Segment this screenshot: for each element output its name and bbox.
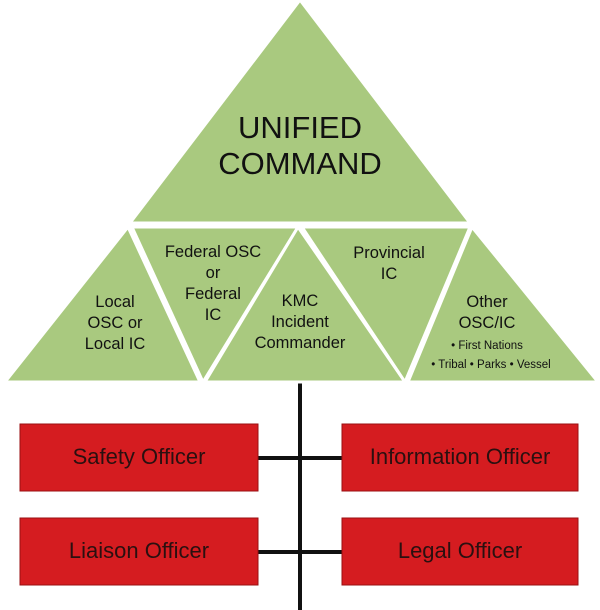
information-officer-box: Information Officer: [341, 423, 579, 492]
other-line4: • Tribal • Parks • Vessel: [431, 359, 550, 371]
other-line1: Other: [466, 293, 508, 311]
safety-officer-box: Safety Officer: [19, 423, 259, 492]
other-line3: • First Nations: [451, 340, 523, 352]
federal-line4: IC: [205, 306, 222, 324]
other-osc-triangle: [405, 224, 600, 384]
local-line3: Local IC: [85, 335, 146, 353]
local-line1: Local: [95, 293, 134, 311]
information-officer-rect: [341, 423, 579, 492]
federal-line1: Federal OSC: [165, 243, 261, 261]
local-line2: OSC or: [87, 314, 143, 332]
kmc-line1: KMC: [282, 292, 319, 310]
unified-command-label-line1: UNIFIED: [238, 110, 362, 145]
legal-officer-box: Legal Officer: [341, 517, 579, 586]
federal-line3: Federal: [185, 285, 241, 303]
safety-officer-rect: [19, 423, 259, 492]
unified-command-triangle: [126, 0, 474, 225]
provincial-line2: IC: [381, 265, 398, 283]
legal-officer-rect: [341, 517, 579, 586]
safety-officer-label: Safety Officer: [73, 444, 206, 469]
liaison-officer-rect: [19, 517, 259, 586]
other-line2: OSC/IC: [459, 314, 516, 332]
legal-officer-label: Legal Officer: [398, 538, 522, 563]
liaison-officer-label: Liaison Officer: [69, 538, 209, 563]
unified-command-label-line2: COMMAND: [218, 146, 382, 181]
local-osc-triangle: [1, 224, 203, 384]
kmc-line3: Commander: [255, 334, 346, 352]
liaison-officer-box: Liaison Officer: [19, 517, 259, 586]
kmc-line2: Incident: [271, 313, 329, 331]
information-officer-label: Information Officer: [370, 444, 551, 469]
federal-line2: or: [206, 264, 221, 282]
kmc-incident-commander-triangle: [202, 224, 408, 384]
provincial-ic-triangle: [299, 225, 473, 386]
provincial-line1: Provincial: [353, 244, 425, 262]
